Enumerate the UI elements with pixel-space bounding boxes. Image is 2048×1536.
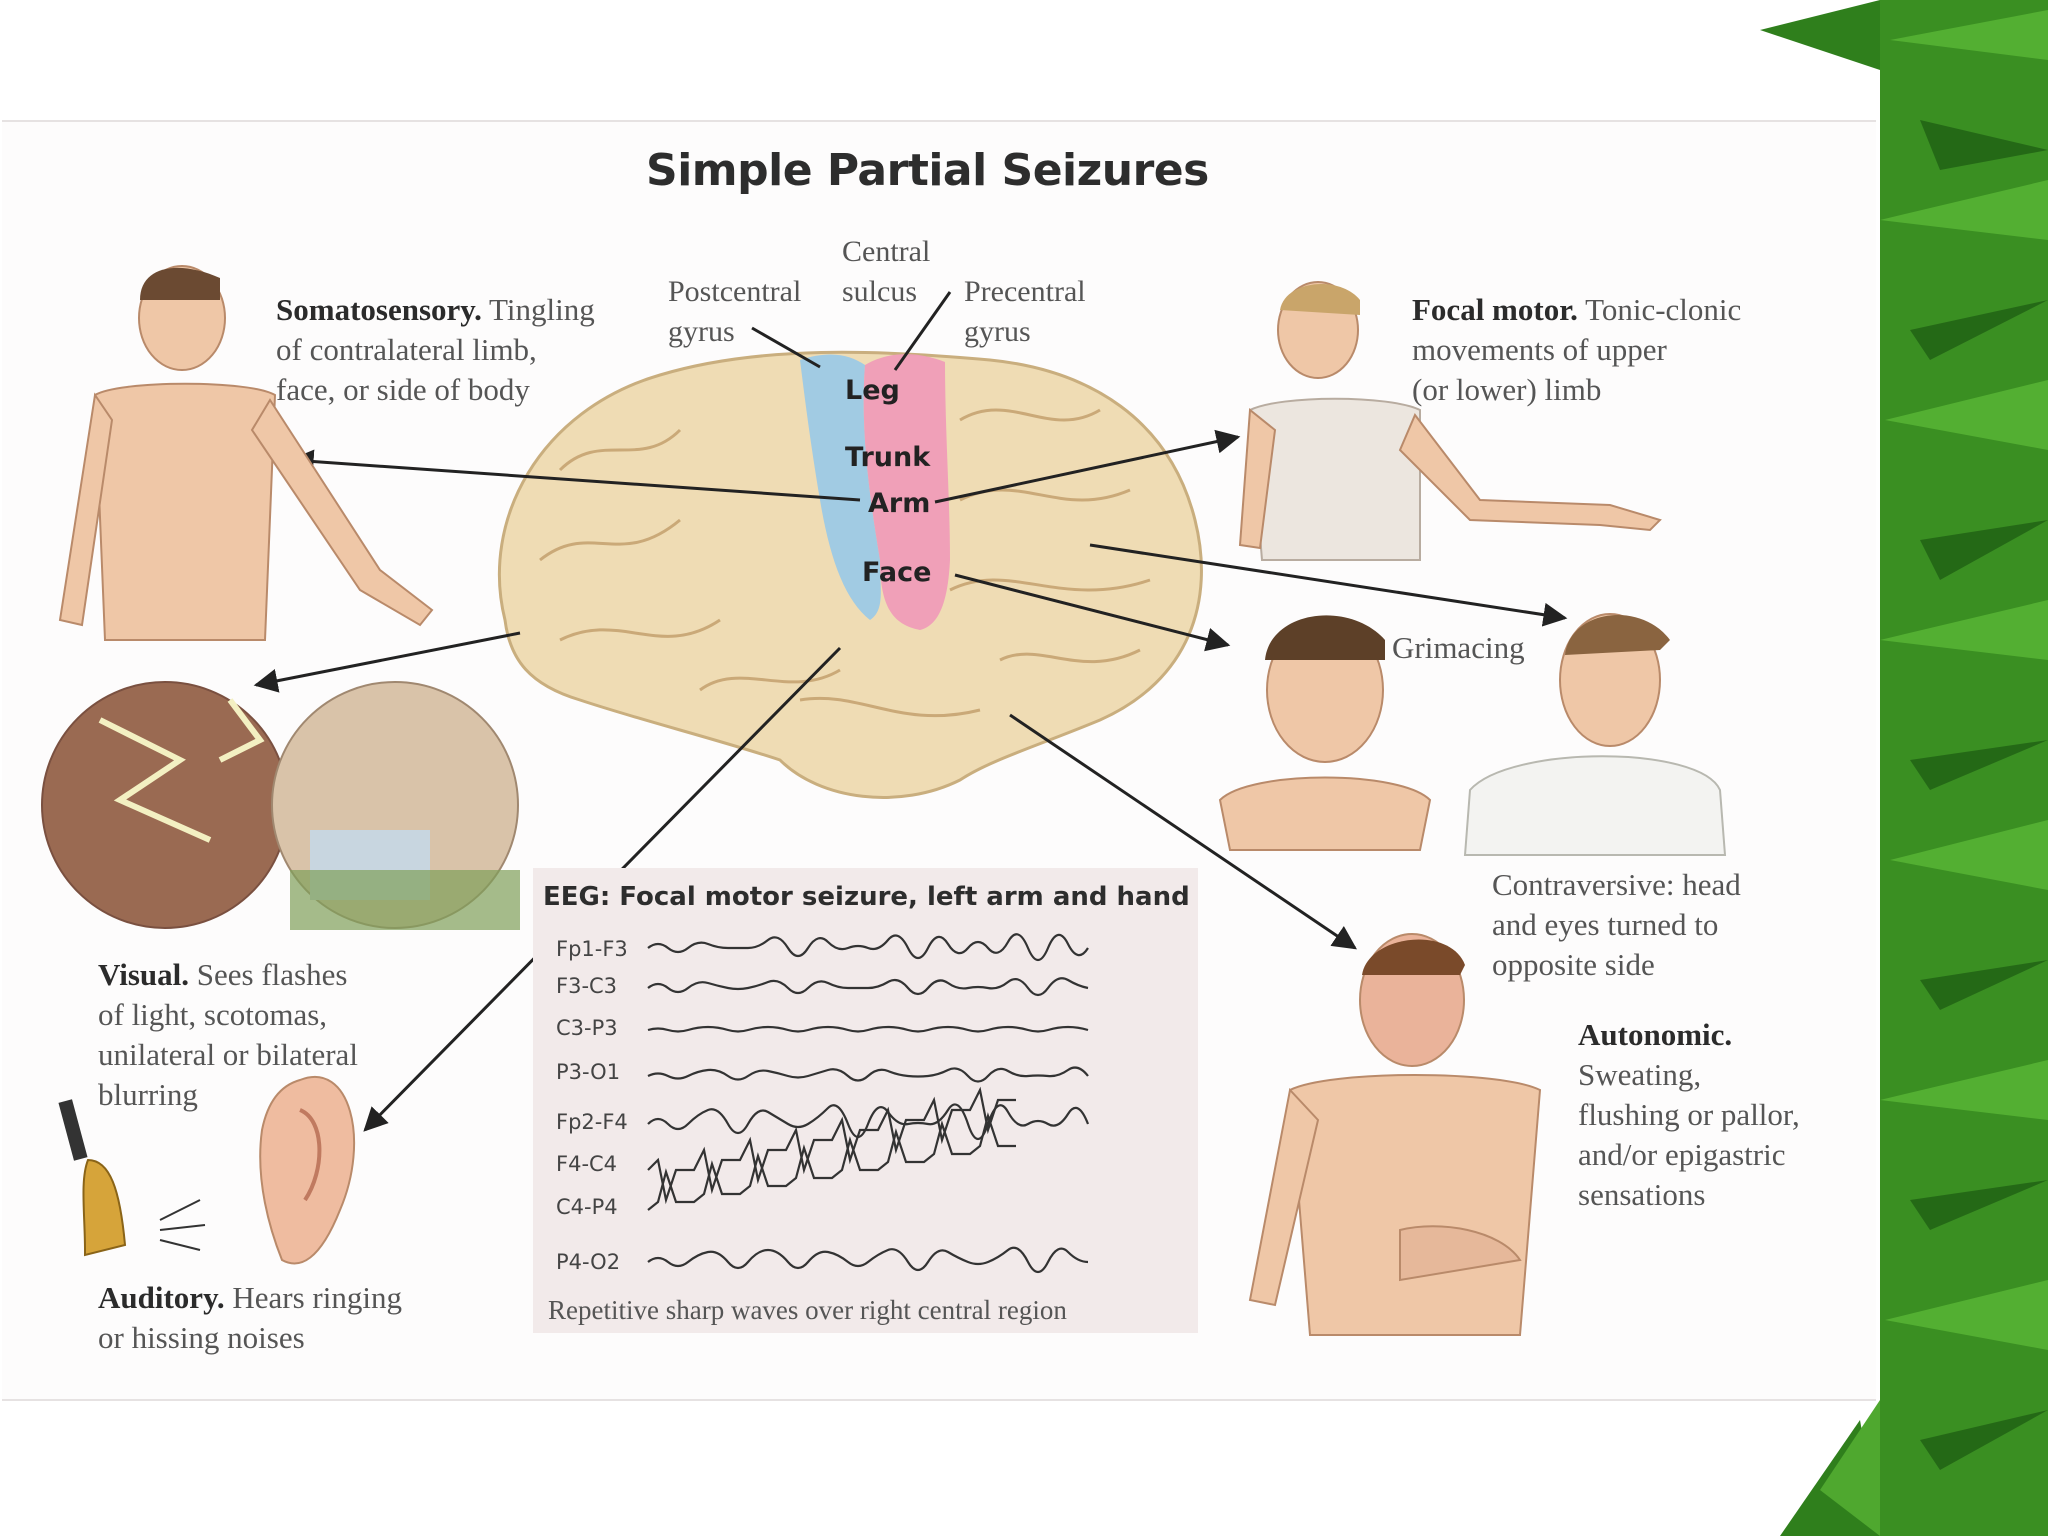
- bell-illustration: [58, 1099, 125, 1255]
- face-region-label: Face: [862, 557, 931, 588]
- trunk-region-label: Trunk: [845, 442, 930, 473]
- eeg-channel-label: Fp2-F4: [556, 1110, 628, 1134]
- eeg-channel-label: C4-P4: [556, 1195, 618, 1219]
- auditory-description: Auditory. Hears ringing or hissing noise…: [98, 1278, 478, 1358]
- eeg-channel-label: C3-P3: [556, 1016, 618, 1040]
- autonomic-figure: [1250, 934, 1540, 1335]
- sound-waves: [160, 1200, 205, 1250]
- autonomic-description: Autonomic. Sweating, flushing or pallor,…: [1578, 1015, 1858, 1215]
- eeg-channel-label: Fp1-F3: [556, 937, 628, 961]
- eeg-panel: [533, 868, 1198, 1333]
- eeg-channel-label: P3-O1: [556, 1060, 620, 1084]
- arm-region-label: Arm: [868, 488, 930, 519]
- visual-scene-illustration: [42, 682, 520, 930]
- eeg-title: EEG: Focal motor seizure, left arm and h…: [543, 882, 1190, 912]
- brain-illustration: [499, 352, 1201, 797]
- eeg-channel-label: F4-C4: [556, 1152, 617, 1176]
- visual-description: Visual. Sees flashes of light, scotomas,…: [98, 955, 438, 1115]
- eeg-footer-caption: Repetitive sharp waves over right centra…: [548, 1295, 1067, 1326]
- contraversive-description: Contraversive: head and eyes turned to o…: [1492, 865, 1812, 985]
- focal-motor-description: Focal motor. Tonic-clonic movements of u…: [1412, 290, 1792, 410]
- somatosensory-description: Somatosensory. Tingling of contralateral…: [276, 290, 646, 410]
- eeg-channel-label: F3-C3: [556, 974, 617, 998]
- diagram-title: Simple Partial Seizures: [646, 145, 1166, 196]
- grimacing-label: Grimacing: [1392, 628, 1525, 668]
- leg-region-label: Leg: [845, 375, 900, 406]
- eeg-channel-label: P4-O2: [556, 1250, 620, 1274]
